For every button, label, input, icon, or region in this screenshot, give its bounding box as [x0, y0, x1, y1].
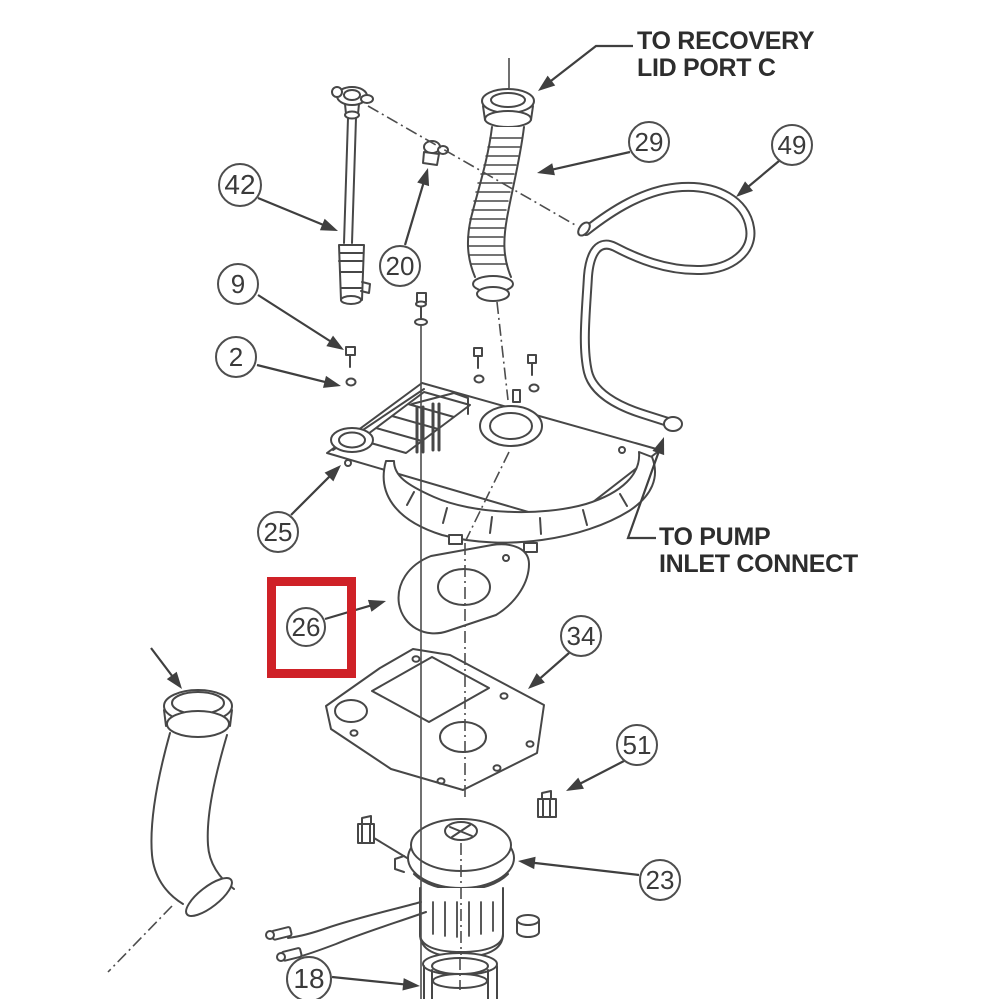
- leader-25: [290, 473, 333, 516]
- part-pump-inlet-hose: [577, 181, 756, 432]
- callout-25: 25: [257, 511, 299, 553]
- part-vacuum-motor: [394, 818, 515, 958]
- leader-49: [745, 160, 780, 190]
- callout-34: 34: [560, 615, 602, 657]
- callout-29: 29: [628, 121, 670, 163]
- part-nut: [516, 914, 540, 938]
- leader-29-arrowhead: [537, 163, 555, 176]
- leader-49-arrowhead: [736, 181, 754, 197]
- leader-42-arrowhead: [319, 218, 338, 231]
- callout-51: 51: [616, 724, 658, 766]
- leader-34-arrowhead: [528, 673, 545, 689]
- annotation-line: TO RECOVERY: [637, 27, 815, 55]
- leader-51-arrowhead: [566, 777, 584, 791]
- leader-2-arrowhead: [323, 375, 341, 388]
- leader-pump-inlet-arrowhead: [652, 437, 665, 456]
- leader-9-arrowhead: [326, 335, 344, 350]
- callout-18: 18: [286, 956, 332, 999]
- part-gasket: [397, 543, 530, 635]
- part-screws-washers: [345, 292, 540, 403]
- leader-26-arrowhead: [367, 599, 386, 612]
- leader-23-arrowhead: [518, 856, 536, 870]
- part-recovery-hose: [466, 88, 535, 302]
- leader-29: [549, 150, 631, 172]
- leader-18: [331, 975, 408, 986]
- callout-9: 9: [217, 263, 259, 305]
- centerlines: [107, 58, 578, 999]
- callout-2: 2: [215, 336, 257, 378]
- leader-9: [257, 294, 334, 344]
- annotation-recovery-lid-port: TO RECOVERY LID PORT C: [637, 27, 815, 82]
- callout-49: 49: [771, 124, 813, 166]
- part-motor-wires: [265, 901, 427, 962]
- leader-18-arrowhead: [402, 978, 420, 991]
- highlight-box-part-26: [267, 577, 356, 678]
- leader-pump-inlet: [626, 448, 661, 540]
- leader-34: [537, 652, 570, 682]
- callout-26: 26: [286, 607, 326, 647]
- part-drain-hose: [150, 689, 235, 917]
- leader-drain-hose-arrow-arrowhead: [166, 671, 182, 689]
- leader-recovery-lid-port: [547, 44, 633, 84]
- part-cable-clip-left: [357, 815, 413, 862]
- leader-2: [256, 363, 329, 384]
- leader-42: [257, 196, 327, 228]
- leader-51: [577, 760, 625, 787]
- annotation-line: TO PUMP: [659, 523, 771, 551]
- annotation-line: LID PORT C: [637, 54, 776, 82]
- leader-23: [530, 861, 640, 877]
- annotation-pump-inlet: TO PUMP INLET CONNECT: [659, 524, 858, 578]
- leader-lines: [150, 44, 780, 991]
- callout-23: 23: [639, 859, 681, 901]
- part-standpipe-tube: [331, 86, 374, 305]
- callout-42: 42: [218, 163, 262, 207]
- leader-recovery-lid-port-arrowhead: [538, 75, 556, 91]
- leader-20: [403, 180, 426, 246]
- part-cable-clip-right: [537, 790, 557, 818]
- annotation-line: INLET CONNECT: [659, 550, 858, 578]
- leader-25-arrowhead: [324, 465, 341, 482]
- leader-20-arrowhead: [417, 168, 430, 187]
- leader-drain-hose-arrow: [150, 647, 176, 680]
- part-lid-plate-assembly: [326, 382, 661, 553]
- part-gasket-plate: [325, 648, 545, 791]
- callout-20: 20: [379, 245, 421, 287]
